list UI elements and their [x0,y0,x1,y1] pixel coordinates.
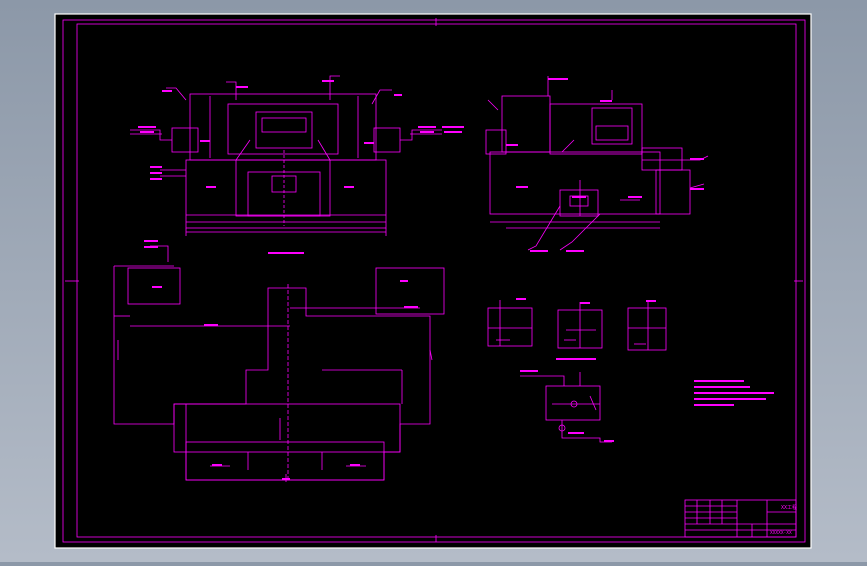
title-block-drawing-no: XXXXX-XX [770,530,792,536]
plan-view [113,245,445,482]
inner-border [76,23,797,538]
detail-view-2 [557,302,603,349]
detail-view-3 [627,300,667,351]
drawing-sheet [54,13,812,549]
side-elevation-view [485,76,709,251]
detail-view-1 [487,300,533,347]
outer-border [62,19,806,543]
title-block-company: XX工程 [781,504,797,511]
front-elevation-view [130,75,442,236]
annotation-marks [138,78,774,480]
title-block [684,499,797,538]
